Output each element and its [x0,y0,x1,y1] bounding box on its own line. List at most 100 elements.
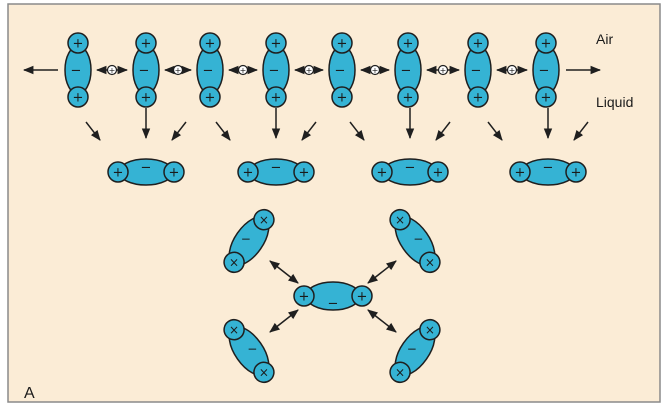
hydrogen-atom [535,32,557,54]
hydrogen-atom [107,161,129,183]
hydrogen-atom [199,86,221,108]
positive-charge: × [259,366,269,380]
positive-charge: + [73,91,84,106]
air-label: Air [596,31,613,47]
bond-marker-sign: + [175,66,182,75]
positive-charge: + [169,166,180,181]
hydrogen-atom [67,86,89,108]
panel-label: A [24,385,35,402]
hydrogen-atom [163,161,185,183]
bond-marker-sign: + [109,66,116,75]
surface-molecule: ++− [328,32,356,108]
positive-charge: + [141,91,152,106]
hydrogen-atom [351,285,373,307]
bond-marker [237,64,249,76]
interaction-arrow [269,309,299,333]
pull-arrow [349,121,365,141]
liquid-label: Liquid [596,94,633,110]
positive-charge: + [377,166,388,181]
positive-charge: + [299,290,310,305]
surface-molecule: ++− [196,32,224,108]
negative-charge: − [335,64,346,79]
hydrogen-atom [293,285,315,307]
negative-charge: − [405,161,416,176]
negative-charge: − [141,161,152,176]
bond-marker [437,64,449,76]
bond-marker-sign: + [440,66,447,75]
surface-molecule: + + − [532,32,560,108]
bond-marker [369,64,381,76]
hydrogen-atom [467,86,489,108]
hydrogen-atom [135,86,157,108]
positive-charge: + [205,37,216,52]
positive-charge: + [541,91,552,106]
positive-charge: + [243,166,254,181]
hydrogen-atom [253,208,275,231]
positive-charge: + [403,37,414,52]
negative-charge: − [269,64,280,79]
positive-charge: + [403,91,414,106]
positive-charge: + [541,37,552,52]
positive-charge: + [357,290,368,305]
positive-charge: + [271,37,282,52]
positive-charge: × [229,256,239,270]
hydrogen-atom [419,318,441,341]
center-molecule: + + − [293,281,373,312]
surface-molecule-row: ++−++−++−++−++−++−++−++− [64,32,560,108]
surface-molecule: ++− [132,32,160,108]
hydrogen-atom [265,86,287,108]
hydrogen-atom [223,318,245,341]
interacting-molecule-cluster: ++−××−××−××−××− [223,208,441,384]
negative-charge: − [407,342,417,356]
positive-charge: + [337,37,348,52]
negative-charge: − [328,297,339,312]
interaction-arrow [367,260,397,284]
hydrogen-atom [397,86,419,108]
positive-charge: + [473,37,484,52]
positive-charge: + [515,166,526,181]
partner-molecule: ××− [223,318,275,384]
hydrogen-atom [467,32,489,54]
bulk-molecule: ++− [509,158,587,186]
hydrogen-atom [223,251,245,274]
pull-arrow [171,121,187,141]
interaction-arrow [367,309,397,333]
hydrogen-atom [67,32,89,54]
hydrogen-atom [265,32,287,54]
pull-arrow [435,121,451,141]
positive-charge: + [205,91,216,106]
bulk-molecule: ++− [371,158,449,186]
downward-pull-arrows [85,108,589,141]
interaction-arrow [269,260,299,284]
positive-charge: × [395,213,405,227]
pull-arrow [573,121,589,141]
hydrogen-atom [199,32,221,54]
positive-charge: + [299,166,310,181]
bulk-molecule-row: ++−++−++−++− [107,158,587,186]
positive-charge: + [73,37,84,52]
pull-arrow [301,121,317,141]
negative-charge: − [241,232,251,246]
partner-molecule: ××− [223,208,275,274]
positive-charge: + [571,166,582,181]
positive-charge: × [425,323,435,337]
hydrogen-atom [535,86,557,108]
hydrogen-atom [331,86,353,108]
hydrogen-atom [237,161,259,183]
bond-marker-sign: + [509,66,516,75]
negative-charge: − [539,64,550,79]
positive-charge: × [425,256,435,270]
air-liquid-interface-arrows: +++++++ [22,64,602,76]
pull-arrow [85,121,101,141]
hydrogen-atom [419,251,441,274]
bond-marker-sign: + [306,66,313,75]
hydrogen-atom [253,361,275,384]
negative-charge: − [247,342,257,356]
positive-charge: + [141,37,152,52]
surface-molecule: ++− [64,32,92,108]
partner-molecule: ××− [389,318,441,384]
hydrogen-atom [293,161,315,183]
negative-charge: − [413,232,423,246]
hydrogen-atom [509,161,531,183]
